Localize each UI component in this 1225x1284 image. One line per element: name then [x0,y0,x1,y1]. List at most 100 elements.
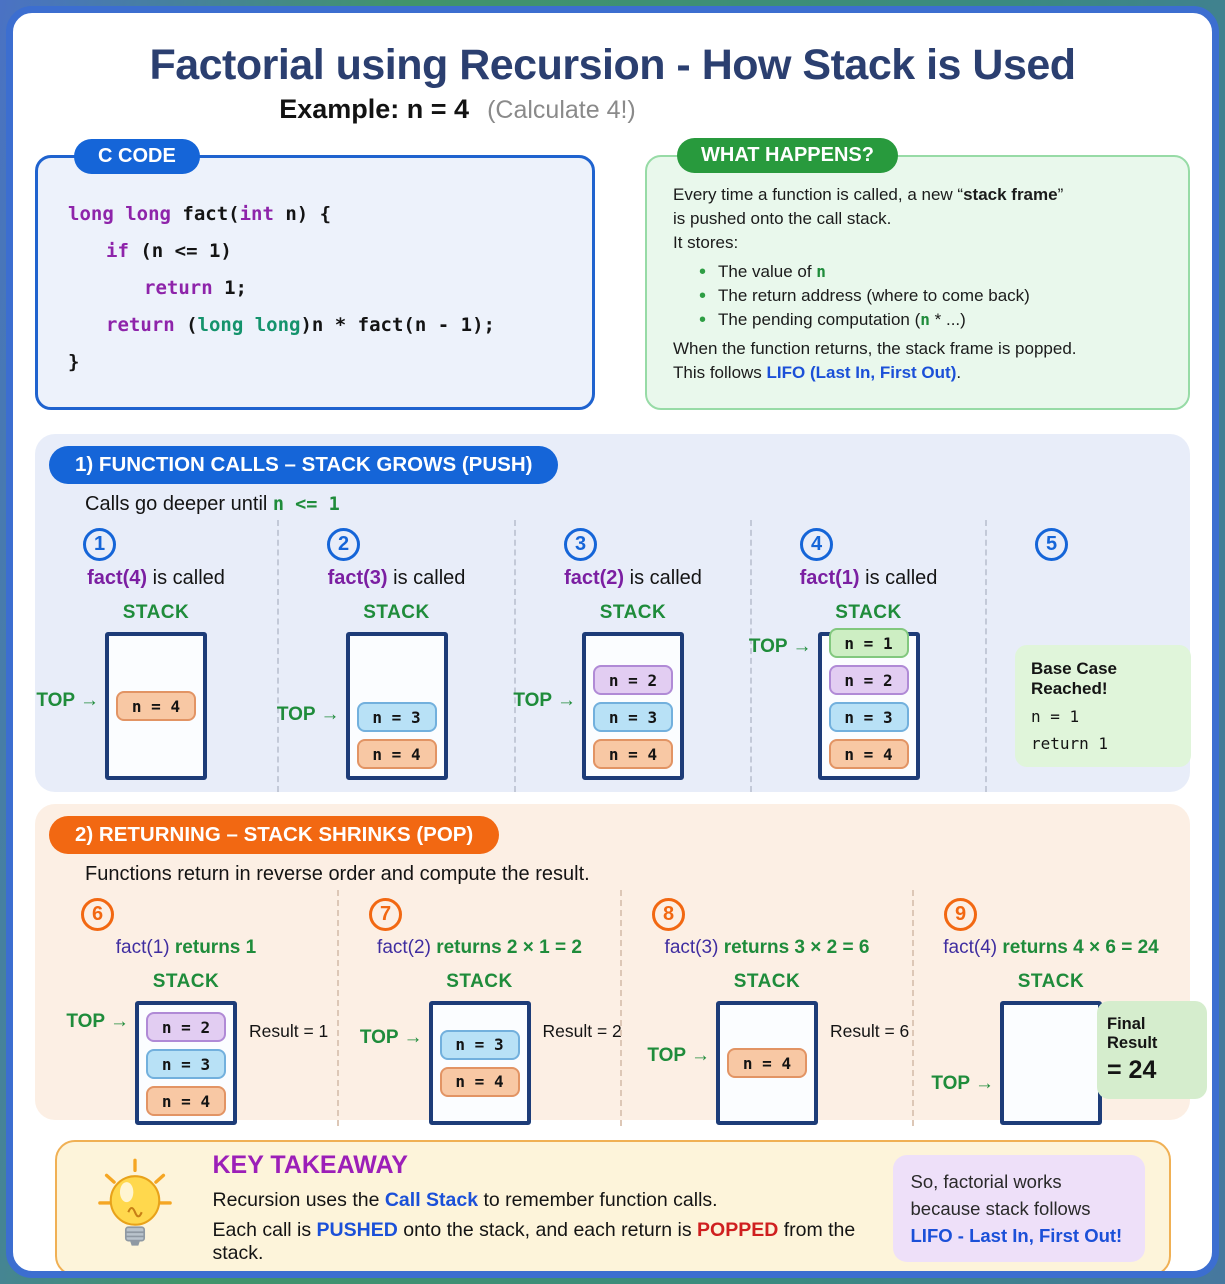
section-pop-badge: 2) RETURNING – STACK SHRINKS (POP) [49,816,500,854]
stack-box: n = 2 n = 3 n = 4 [582,632,684,780]
stack-top-pointer: TOP → [66,1011,129,1032]
code-line-1: long long fact(int n) { [68,196,562,233]
takeaway-text-run: Each call is [212,1219,317,1241]
takeaway-line-1: Recursion uses the Call Stack to remembe… [213,1189,857,1212]
return-fn: fact(4) [943,937,998,958]
return-label: fact(4) returns 4 × 6 = 24 [914,937,1188,959]
stack-diagram: TOP → n = 2 n = 3 n = 4 [513,632,684,780]
push-panels: 1 fact(4) is called STACK TOP → n = 4 2 … [35,520,1191,792]
call-panel-3: 3 fact(2) is called STACK TOP → n = 2 n … [513,520,750,792]
step-number-badge: 4 [800,528,833,561]
what-happens-card: WHAT HAPPENS? Every time a function is c… [645,138,1190,410]
what-happens-text: Every time a function is called, a new “… [673,183,1162,385]
stack-label: STACK [152,971,220,992]
section-push-caption: Calls go deeper until n <= 1 [85,493,1190,516]
stack-frame: n = 1 [828,628,909,658]
stack-frame: n = 4 [116,691,196,721]
stack-top-pointer: TOP → [647,1045,710,1066]
call-rest: is called [387,567,466,589]
stack-frame: n = 3 [356,702,437,732]
base-case-line: n = 1 [1031,707,1080,726]
call-label: fact(3) is called [279,567,514,590]
pop-panels: 6 fact(1) returns 1 STACK TOP → n = 2 n … [35,890,1207,1126]
wh-text-run: This follows [673,363,767,382]
section-push: 1) FUNCTION CALLS – STACK GROWS (PUSH) C… [35,434,1191,792]
stack-diagram: TOP → Final Result = 24 [931,1001,1207,1125]
code-line-4: return (long long)n * fact(n - 1); [68,307,562,344]
stack-box: n = 1 n = 2 n = 3 n = 4 [817,628,920,780]
c-code-card: C CODE long long fact(int n) { if (n <= … [35,139,595,410]
stack-label: STACK [1017,971,1085,992]
takeaway-text-run: onto the stack, and each return is [397,1219,698,1241]
wh-paragraph: This follows LIFO (Last In, First Out). [673,361,1162,385]
code-keyword: int [239,203,274,225]
stack-diagram: TOP → n = 3 n = 4 Result = 2 [360,1001,622,1125]
return-label: fact(3) returns 3 × 2 = 6 [622,937,912,959]
code-keyword: if [106,240,129,262]
call-rest: is called [859,567,938,589]
wh-text-run: The pending computation ( [718,310,921,329]
final-result-box: Final Result = 24 [1097,1001,1207,1099]
page-title: Factorial using Recursion - How Stack is… [149,41,1076,89]
step-number-badge: 9 [944,898,977,931]
stack-diagram: TOP → n = 3 n = 4 [277,632,448,780]
base-case-line: return 1 [1031,734,1109,753]
call-fn: fact(4) [87,567,148,589]
return-fn: fact(3) [664,937,719,958]
stack-label: STACK [835,602,902,623]
stack-frame: n = 4 [727,1048,807,1078]
result-label: Result = 6 [830,1021,910,1041]
return-value: returns 2 × 1 = 2 [436,937,582,958]
code-text: fact( [170,203,240,225]
wh-text-run: . [956,363,962,382]
section-pop: 2) RETURNING – STACK SHRINKS (POP) Funct… [35,804,1207,1126]
stack-frame: n = 4 [439,1066,520,1097]
step-number-badge: 7 [369,898,402,931]
call-panel-4: 4 fact(1) is called STACK TOP → n = 1 n … [748,520,985,792]
code-keyword: return [106,314,175,336]
return-panel-7: 7 fact(2) returns 2 × 1 = 2 STACK TOP → … [337,890,622,1126]
step-number-badge: 2 [327,528,360,561]
code-text: 1; [212,277,247,299]
lightbulb-icon [97,1158,172,1246]
code-line-5: } [68,344,562,381]
stack-label: STACK [363,602,430,623]
call-stack-run: Call Stack [384,1189,479,1211]
stack-label: STACK [599,602,667,623]
wh-bullet-item: The value of n [673,260,1162,284]
wh-var-n: n [920,310,930,329]
final-result-label: Final Result [1107,1015,1158,1052]
stack-box-empty [1000,1001,1102,1125]
step-number-badge: 6 [81,898,114,931]
return-label: fact(2) returns 2 × 1 = 2 [339,937,620,959]
lifo-note-highlight: Last In, First Out! [969,1224,1123,1246]
step-number-badge: 8 [652,898,685,931]
base-case-title: Base Case Reached! [1031,659,1118,698]
top-row: C CODE long long fact(int n) { if (n <= … [35,138,1190,410]
wh-bold-run: stack frame [963,185,1058,204]
wh-bullet-item: The return address (where to come back) [673,284,1162,308]
code-text: n) { [273,203,332,225]
wh-text-run: The value of [718,262,817,281]
takeaway-title: KEY TAKEAWAY [212,1151,408,1179]
stack-diagram: TOP → n = 2 n = 3 n = 4 Result = 1 [66,1001,328,1125]
stack-frame: n = 2 [146,1012,226,1042]
return-fn: fact(1) [115,937,170,958]
stack-frame: n = 3 [593,702,673,732]
wh-text-run: The pending computation (n * ...) [718,308,966,332]
return-label: fact(1) returns 1 [35,937,337,959]
call-label: fact(1) is called [752,567,985,590]
wh-paragraph: is pushed onto the call stack. [673,209,892,228]
call-rest: is called [624,567,702,589]
result-label: Result = 1 [249,1021,329,1041]
stack-top-pointer: TOP → [748,636,812,657]
wh-bullet-list: The value of n The return address (where… [673,260,1162,332]
stack-diagram: TOP → n = 4 [36,632,207,780]
takeaway-text-run: Recursion uses the [212,1189,385,1211]
stack-frame: n = 4 [356,739,437,769]
base-case-panel: 5 Base Case Reached! n = 1 return 1 [985,520,1191,792]
wh-paragraph: When the function returns, the stack fra… [673,339,1077,358]
return-panel-8: 8 fact(3) returns 3 × 2 = 6 STACK TOP → … [620,890,912,1126]
stack-frame: n = 2 [828,665,909,695]
final-result-value: = 24 [1107,1056,1157,1084]
